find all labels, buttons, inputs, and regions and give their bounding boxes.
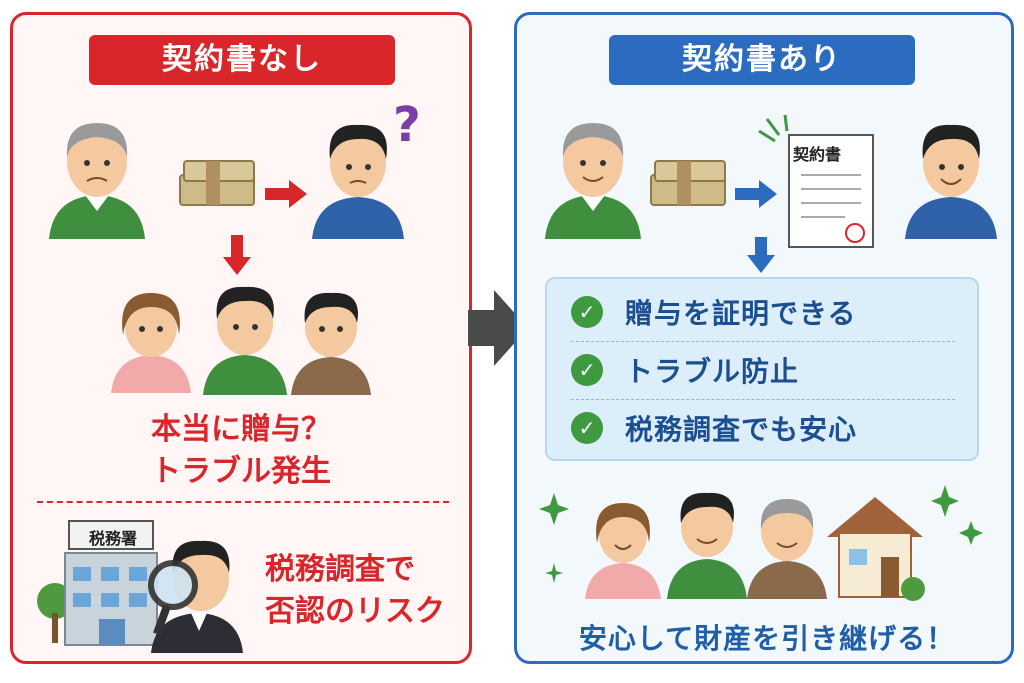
benefits-box: ✓ 贈与を証明できる ✓ トラブル防止 ✓ 税務調査でも安心	[545, 277, 979, 461]
arrow-down-icon	[747, 237, 775, 273]
family-member-icon	[291, 292, 371, 395]
trouble-message-line2: トラブル発生	[151, 454, 331, 489]
family-member-icon	[111, 293, 191, 393]
family-member-icon	[585, 503, 661, 599]
sparkle-icon	[931, 485, 983, 545]
son-icon	[312, 124, 404, 239]
family-member-icon	[203, 286, 287, 395]
banner-with-contract: 契約書あり	[609, 35, 915, 85]
footer-message: 安心して財産を引き継げる！	[578, 622, 956, 655]
elderly-man-icon	[49, 123, 145, 239]
sparkle-icon	[539, 493, 569, 583]
risk-line1: 税務調査で	[265, 552, 415, 587]
benefit-item: ✓ トラブル防止	[571, 345, 799, 395]
check-icon: ✓	[571, 354, 603, 386]
question-icon: ?	[393, 97, 421, 153]
family-member-icon	[667, 492, 747, 599]
tax-office-sign: 税務署	[88, 529, 137, 548]
benefit-separator	[571, 399, 955, 400]
big-arrow-icon	[468, 290, 528, 366]
benefit-item: ✓ 贈与を証明できる	[571, 287, 856, 337]
money-stack-icon	[650, 160, 726, 206]
benefit-item: ✓ 税務調査でも安心	[571, 403, 857, 453]
check-icon: ✓	[571, 296, 603, 328]
panel-without-contract: 契約書なし ?	[10, 12, 472, 664]
contract-label: 契約書	[793, 145, 842, 164]
son-icon	[905, 124, 997, 239]
tax-office-building-icon	[37, 520, 158, 646]
elderly-man-icon	[545, 123, 641, 239]
arrow-right-icon	[735, 180, 777, 208]
banner-without-contract: 契約書なし	[89, 35, 395, 85]
house-icon	[827, 497, 925, 601]
panel-with-contract: 契約書あり 契約書 ✓	[514, 12, 1014, 664]
check-icon: ✓	[571, 412, 603, 444]
arrow-right-icon	[265, 180, 307, 208]
benefit-separator	[571, 341, 955, 342]
money-stack-icon	[179, 160, 255, 206]
trouble-message-line1: 本当に贈与？	[151, 412, 331, 447]
risk-line2: 否認のリスク	[265, 594, 445, 629]
elderly-man-icon	[747, 499, 827, 599]
arrow-down-icon	[223, 235, 251, 275]
divider	[37, 501, 449, 503]
contract-document-icon	[758, 114, 874, 248]
inspector-magnifier-icon	[148, 540, 243, 653]
